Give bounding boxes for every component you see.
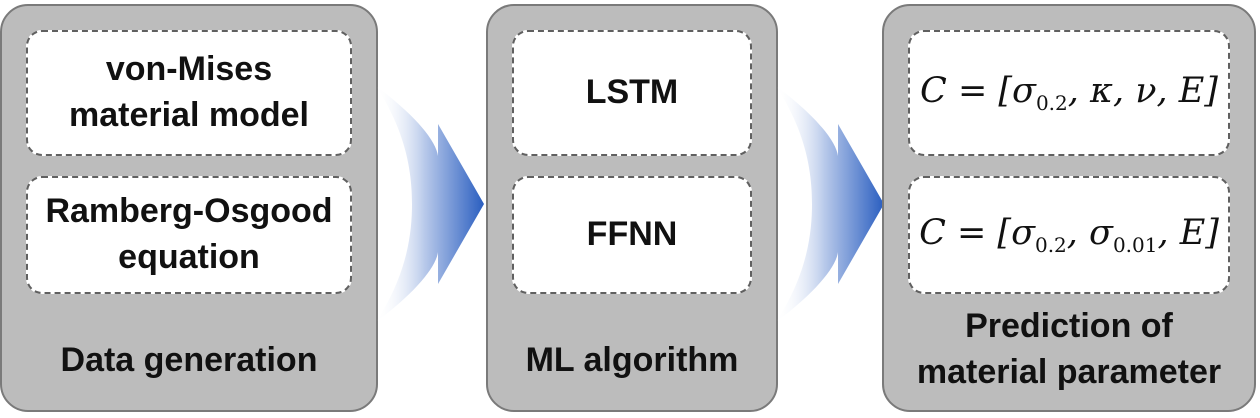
box-ramberg-osgood-line2: equation <box>118 238 260 276</box>
box-ffnn-label: FFNN <box>586 215 678 254</box>
equation-param-set-1: C = [σ0.2, κ, ν, E] <box>920 71 1218 115</box>
box-ramberg-osgood-line1: Ramberg-Osgood <box>45 192 333 231</box>
box-von-mises-line1: von-Mises <box>105 50 273 89</box>
box-von-mises-line2: material model <box>69 96 309 134</box>
box-lstm-label: LSTM <box>585 73 679 112</box>
caption-prediction: Prediction of material parameter <box>884 304 1254 396</box>
panel-ml-algorithm: LSTM FFNN ML algorithm <box>486 4 778 412</box>
box-param-set-1: C = [σ0.2, κ, ν, E] <box>908 30 1230 156</box>
box-param-set-2: C = [σ0.2, σ0.01, E] <box>908 176 1230 294</box>
box-von-mises: von-Mises material model <box>26 30 352 156</box>
caption-ml-algorithm: ML algorithm <box>525 341 739 380</box>
caption-prediction-line2: material parameter <box>916 353 1222 392</box>
panel-data-generation: von-Mises material model Ramberg-Osgood … <box>0 4 378 412</box>
box-lstm: LSTM <box>512 30 752 156</box>
right-arrow-icon <box>776 86 884 322</box>
box-ramberg-osgood: Ramberg-Osgood equation <box>26 176 352 294</box>
equation-param-set-2: C = [σ0.2, σ0.01, E] <box>919 213 1219 257</box>
right-arrow-icon <box>376 86 484 322</box>
caption-data-generation: Data generation <box>60 341 318 380</box>
box-ffnn: FFNN <box>512 176 752 294</box>
caption-prediction-line1: Prediction of <box>965 307 1173 346</box>
panel-prediction: C = [σ0.2, κ, ν, E] C = [σ0.2, σ0.01, E]… <box>882 4 1256 412</box>
